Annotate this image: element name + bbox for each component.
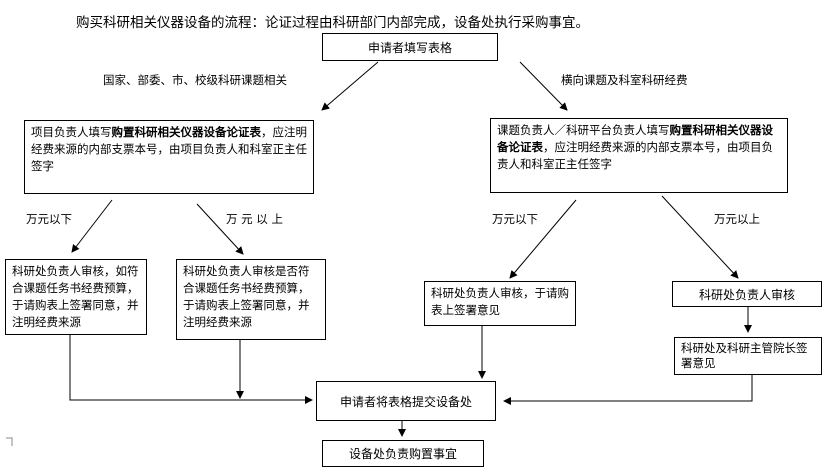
arrow-right-above	[661, 195, 739, 279]
arrow-start-to-left	[321, 61, 379, 111]
label-right-below: 万元以下	[492, 212, 538, 226]
node-vp-sign: 科研处及科研主管院长签署意见	[674, 337, 822, 375]
arrow-left-below	[71, 199, 113, 253]
node-left-form-bold: 购置科研相关仪器设备论证表	[111, 125, 262, 139]
node-left-form-post: ，应注明经费来源的内部支票本号，由项目负责人和科室正主任签字	[31, 125, 307, 173]
label-left-below: 万元以下	[26, 212, 72, 226]
node-review-right-above-label: 科研处负责人审核	[698, 287, 795, 302]
arrow-start-to-right	[519, 61, 568, 111]
arrow-right-below	[509, 199, 577, 279]
node-review-left-above: 科研处负责人审核是否符合课题任务书经费预算，于请购表上签署同意，并注明经费来源	[176, 259, 326, 340]
node-left-form-pre: 项目负责人填写	[31, 125, 112, 139]
label-left-above: 万 元 以 上	[226, 212, 283, 226]
node-review-left-below: 科研处负责人审核，如符合课题任务书经费预算，于请购表上签署同意，并注明经费来源	[5, 259, 147, 335]
node-purchase: 设备处负责购置事宜	[322, 440, 484, 467]
node-right-form-post: ，应注明经费来源的内部支票本号，由项目负责人和科室正主任签字	[497, 140, 773, 171]
node-review-left-below-label: 科研处负责人审核，如符合课题任务书经费预算，于请购表上签署同意，并注明经费来源	[12, 264, 139, 329]
page-title: 购买科研相关仪器设备的流程：论证过程由科研部门内部完成，设备处执行采购事宜。	[76, 15, 589, 31]
node-review-right-above: 科研处负责人审核	[672, 281, 822, 307]
label-left-category: 国家、部委、市、校级科研课题相关	[103, 73, 287, 87]
node-left-form: 项目负责人填写购置科研相关仪器设备论证表，应注明经费来源的内部支票本号，由项目负…	[24, 120, 314, 194]
label-right-above: 万元以上	[714, 212, 760, 226]
node-submit: 申请者将表格提交设备处	[316, 381, 496, 421]
node-right-form-pre: 课题负责人／科研平台负责人填写	[497, 123, 670, 137]
arrow-left-above	[196, 203, 244, 255]
label-right-category: 横向课题及科室科研经费	[561, 73, 688, 87]
node-review-right-below: 科研处负责人审核，于请购表上签署意见	[424, 281, 576, 326]
line-ll-to-submit	[69, 334, 313, 404]
node-right-form: 课题负责人／科研平台负责人填写购置科研相关仪器设备论证表，应注明经费来源的内部支…	[490, 118, 788, 193]
node-start: 申请者填写表格	[322, 33, 498, 61]
corner-mark	[6, 437, 13, 446]
node-vp-sign-label: 科研处及科研主管院长签署意见	[681, 341, 808, 370]
node-right-form-bold: 购置科研相关仪器设备论证表	[497, 123, 773, 154]
node-start-label: 申请者填写表格	[367, 40, 452, 55]
node-review-right-below-label: 科研处负责人审核，于请购表上签署意见	[431, 286, 569, 317]
node-purchase-label: 设备处负责购置事宜	[348, 447, 457, 461]
line-vp-to-submit	[503, 374, 753, 405]
node-review-left-above-label: 科研处负责人审核是否符合课题任务书经费预算，于请购表上签署同意，并注明经费来源	[183, 264, 310, 329]
node-submit-label: 申请者将表格提交设备处	[339, 394, 472, 409]
